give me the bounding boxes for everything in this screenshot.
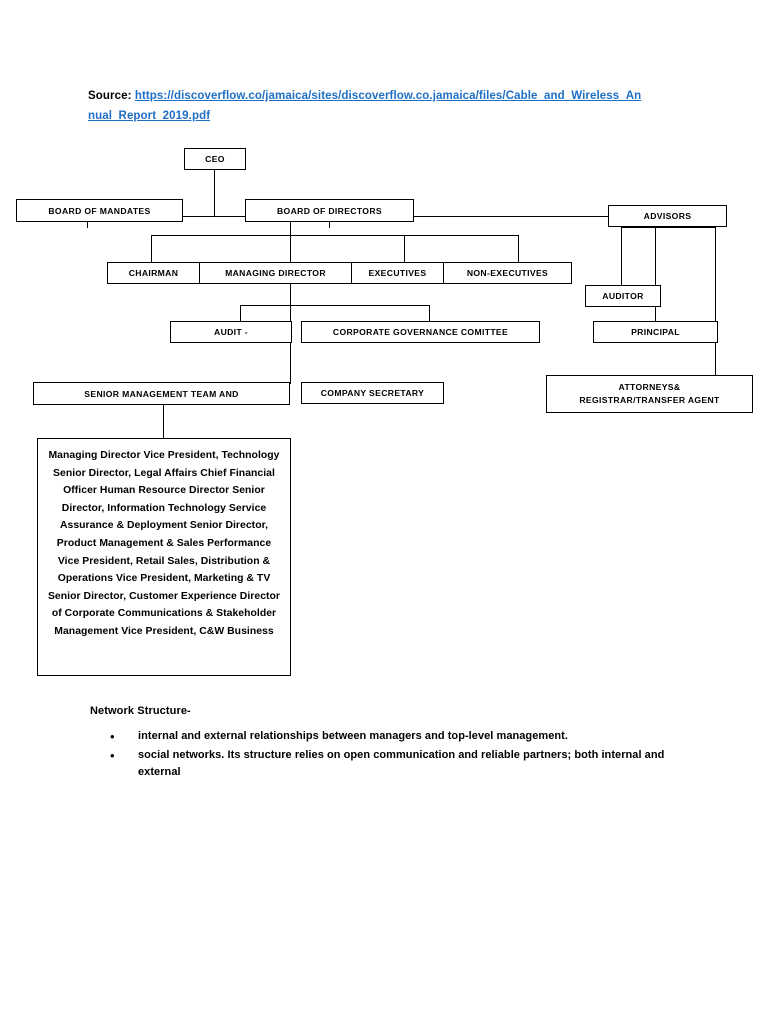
source-line: Source: https://discoverflow.co/jamaica/…	[88, 86, 648, 126]
node-attorneys-line1: ATTORNEYS&	[618, 382, 681, 392]
node-audit-label: AUDIT -	[214, 327, 248, 337]
connector-to-corporate-governance	[429, 305, 431, 322]
node-principal[interactable]: PRINCIPAL	[593, 321, 718, 343]
node-managing-director[interactable]: MANAGING DIRECTOR	[199, 262, 352, 284]
connector-to-non-executives	[518, 235, 520, 263]
node-principal-label: PRINCIPAL	[631, 327, 680, 337]
node-senior-management-label: SENIOR MANAGEMENT TEAM AND	[84, 388, 239, 399]
node-ceo[interactable]: CEO	[184, 148, 246, 170]
node-audit[interactable]: AUDIT -	[170, 321, 292, 343]
connector-to-chairman	[151, 235, 153, 263]
node-chairman-label: CHAIRMAN	[128, 268, 179, 278]
connector-bus-committees	[240, 305, 430, 307]
node-ceo-label: CEO	[205, 154, 225, 164]
connector-bod-down	[290, 221, 292, 263]
node-executives-label: EXECUTIVES	[368, 268, 427, 278]
org-chart: CEO BOARD OF MANDATES BOARD OF DIRECTORS…	[16, 148, 753, 676]
connector-senior-to-roster	[163, 404, 165, 439]
node-senior-management-roster[interactable]: Managing Director Vice President, Techno…	[37, 438, 291, 676]
node-senior-management[interactable]: SENIOR MANAGEMENT TEAM AND	[33, 382, 290, 405]
node-company-secretary[interactable]: COMPANY SECRETARY	[301, 382, 444, 404]
node-board-of-mandates-label: BOARD OF MANDATES	[48, 205, 151, 216]
notes-heading: Network Structure-	[90, 705, 191, 717]
list-item: • social networks. Its structure relies …	[90, 747, 690, 781]
connector-bus-directors	[151, 235, 519, 237]
node-company-secretary-label: COMPANY SECRETARY	[320, 388, 425, 398]
connector-to-audit	[240, 305, 242, 322]
list-item-text: social networks. Its structure relies on…	[138, 749, 665, 778]
connector-to-board-of-mandates	[87, 216, 89, 228]
node-board-of-mandates[interactable]: BOARD OF MANDATES	[16, 199, 183, 222]
node-non-executives[interactable]: NON-EXECUTIVES	[443, 262, 572, 284]
connector-to-attorneys	[715, 227, 717, 375]
node-non-executives-label: NON-EXECUTIVES	[466, 268, 549, 278]
node-board-of-directors-label: BOARD OF DIRECTORS	[277, 205, 382, 216]
connector-to-board-of-directors	[329, 216, 331, 228]
list-item: • internal and external relationships be…	[90, 728, 690, 745]
node-auditor[interactable]: AUDITOR	[585, 285, 661, 307]
node-managing-director-label: MANAGING DIRECTOR	[225, 268, 326, 278]
roster-text: Managing Director Vice President, Techno…	[47, 450, 281, 637]
node-chairman[interactable]: CHAIRMAN	[107, 262, 200, 284]
source-url-link[interactable]: https://discoverflow.co/jamaica/sites/di…	[88, 90, 642, 122]
connector-ceo-down	[214, 170, 216, 217]
node-board-of-directors[interactable]: BOARD OF DIRECTORS	[245, 199, 414, 222]
bullet-icon: •	[110, 729, 115, 744]
connector-bus-advisors	[621, 227, 716, 229]
connector-to-principal	[655, 227, 657, 322]
node-advisors-label: ADVISORS	[643, 211, 692, 221]
network-structure-notes: Network Structure- • internal and extern…	[90, 705, 690, 783]
node-corporate-governance[interactable]: CORPORATE GOVERNANCE COMITTEE	[301, 321, 540, 343]
node-corporate-governance-label: CORPORATE GOVERNANCE COMITTEE	[332, 327, 509, 337]
node-advisors[interactable]: ADVISORS	[608, 205, 727, 227]
list-item-text: internal and external relationships betw…	[138, 730, 568, 742]
source-label: Source:	[88, 90, 132, 102]
node-attorneys-line2: REGISTRAR/TRANSFER AGENT	[579, 395, 720, 405]
node-attorneys-registrar[interactable]: ATTORNEYS& REGISTRAR/TRANSFER AGENT	[546, 375, 753, 413]
connector-to-auditor	[621, 227, 623, 286]
node-auditor-label: AUDITOR	[602, 291, 644, 301]
node-executives[interactable]: EXECUTIVES	[351, 262, 444, 284]
bullet-icon: •	[110, 748, 115, 763]
connector-to-executives	[404, 235, 406, 263]
